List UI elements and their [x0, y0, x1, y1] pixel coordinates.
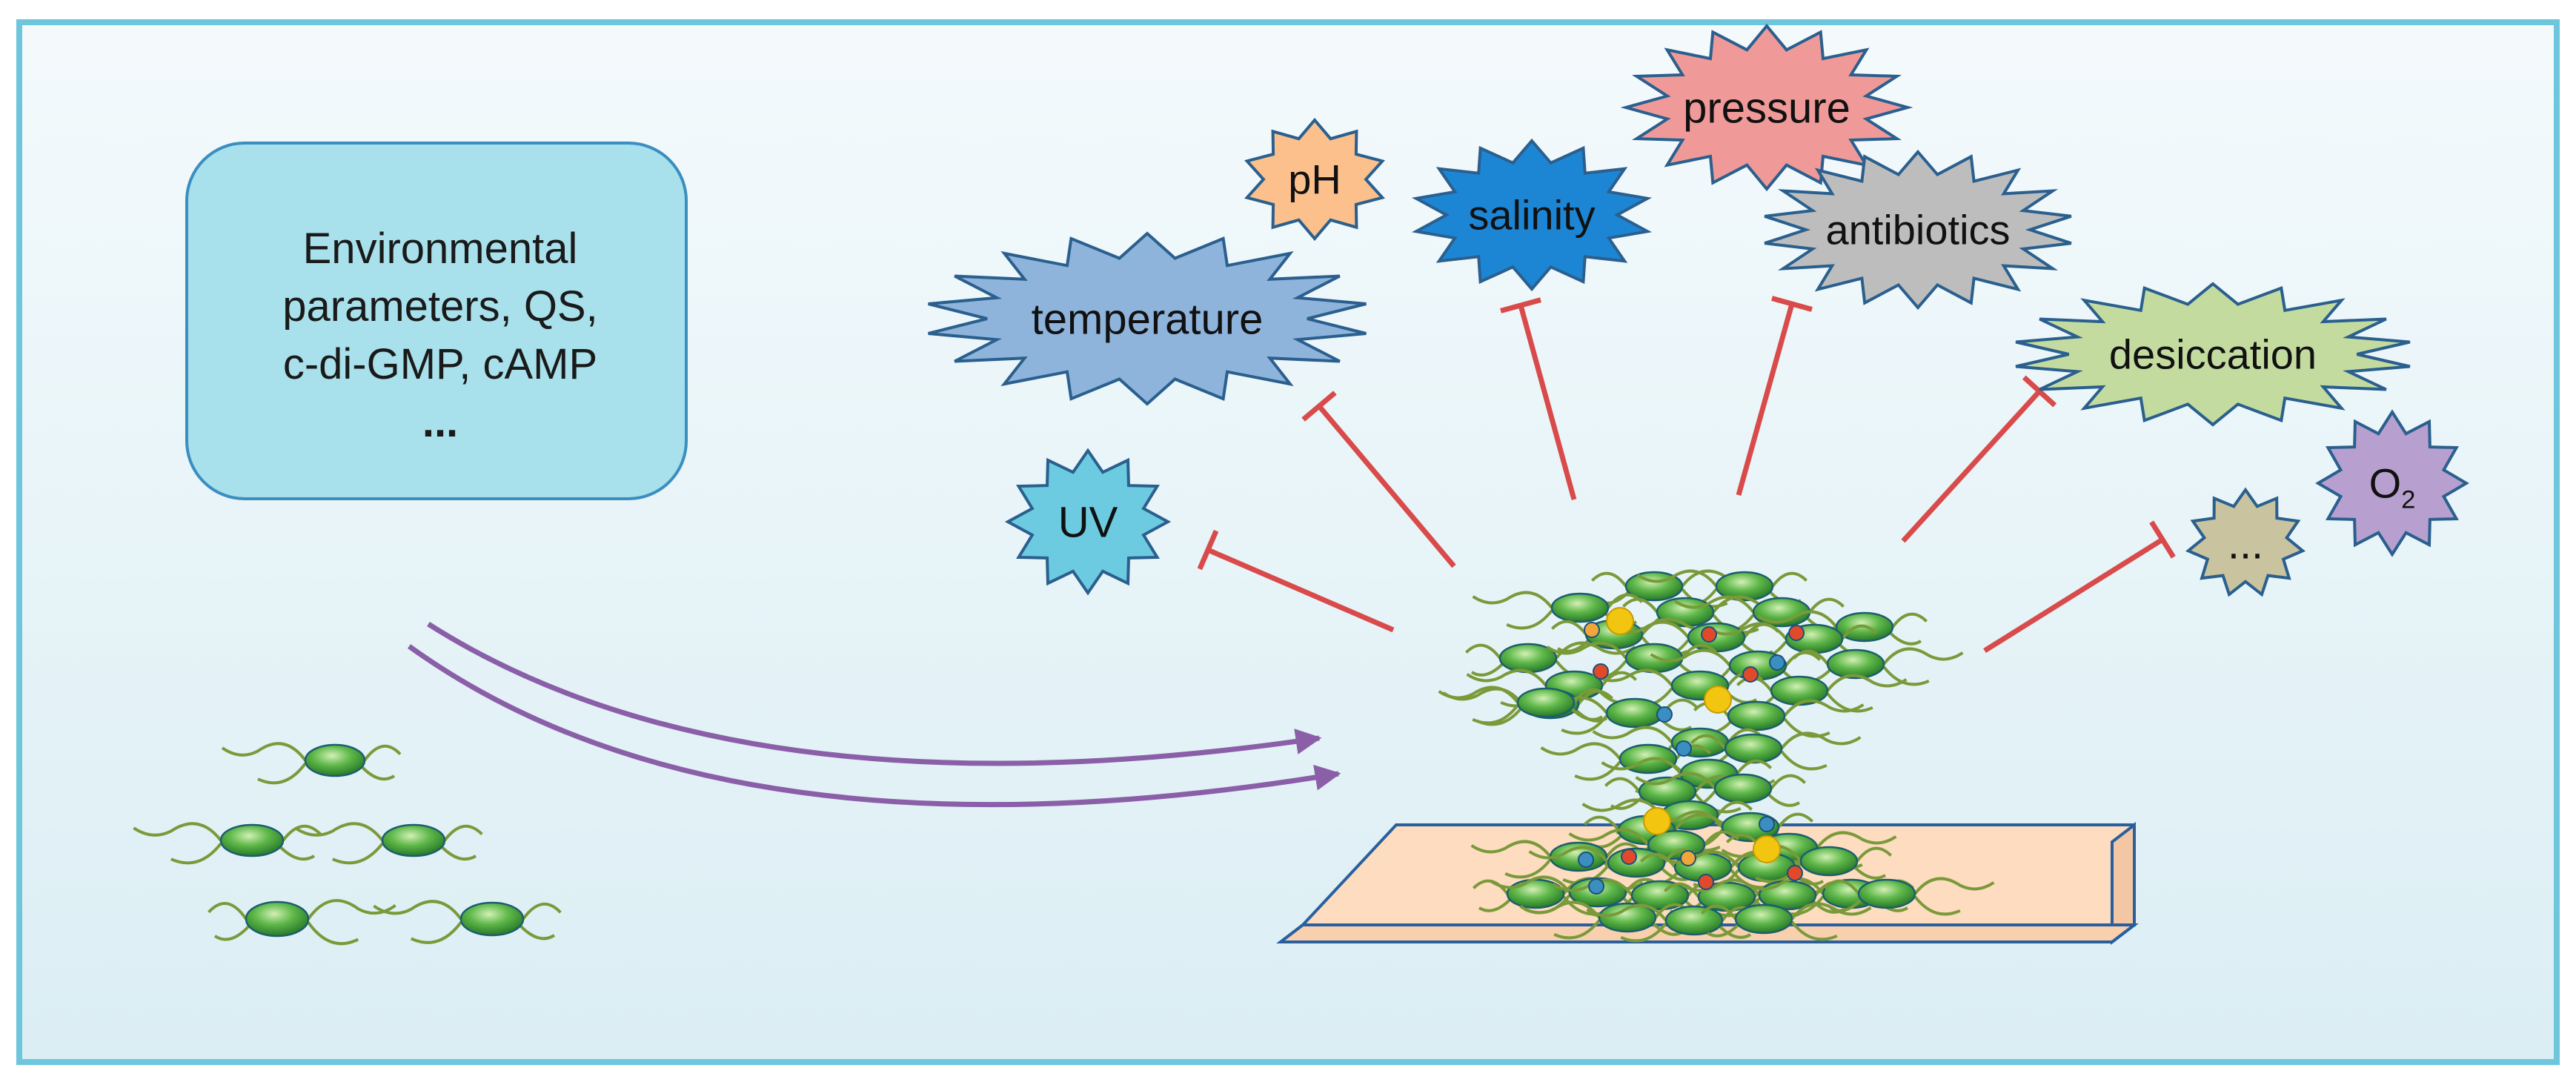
stressor-label-pressure: pressure — [1683, 84, 1850, 132]
arrow-lower — [407, 644, 1341, 808]
stressor-label-antibiotics: antibiotics — [1825, 207, 2010, 253]
stressor-label-desiccation: desiccation — [2109, 331, 2317, 378]
info-box: Environmental parameters, QS, c-di-GMP, … — [185, 142, 688, 500]
inhibition-line — [1518, 305, 1577, 500]
stressor-pressure: pressure — [1620, 23, 1913, 192]
stressor-label-more: ... — [2228, 520, 2263, 568]
inhibition-line — [1983, 537, 2164, 653]
burst-shape-uv — [1004, 448, 1172, 596]
stressor-desiccation: desiccation — [2015, 282, 2411, 427]
stressor-label-ph: pH — [1288, 156, 1341, 203]
inhibition-bar — [2149, 520, 2176, 559]
burst-shape-pressure — [1620, 23, 1913, 192]
stressor-label-uv: UV — [1058, 498, 1118, 546]
inhibition-bar — [1301, 391, 1337, 422]
matrix-particle — [1584, 622, 1600, 638]
burst-shape-o2 — [2315, 409, 2469, 557]
stressor-label-o2: O2 — [2369, 460, 2416, 514]
bacterium — [208, 899, 396, 946]
bacterium — [1700, 902, 1872, 941]
arrow-upper — [427, 622, 1322, 766]
info-line-1: Environmental — [303, 225, 578, 273]
matrix-particle — [1701, 626, 1717, 643]
matrix-particle — [1593, 663, 1609, 680]
bacterium — [1792, 647, 1964, 686]
bacterium — [133, 822, 322, 865]
matrix-particle — [1787, 865, 1803, 881]
inhibition-line — [1901, 389, 2042, 543]
stressor-bursts: pH salinity pressure antibiotics temperature… — [928, 23, 2469, 597]
burst-shape-more — [2185, 487, 2306, 597]
bacterium — [1823, 877, 1995, 916]
info-line-3: c-di-GMP, cAMP — [283, 340, 597, 388]
stressor-temperature: temperature — [928, 231, 1367, 406]
matrix-particle — [1676, 740, 1692, 757]
bacterium — [1438, 686, 1610, 725]
info-line-4: ... — [422, 398, 458, 446]
burst-shape-salinity — [1411, 138, 1653, 292]
inhibition-bar — [1771, 296, 1813, 312]
bacterium — [1586, 903, 1758, 943]
matrix-particle — [1588, 878, 1604, 895]
matrix-particle — [1788, 625, 1805, 641]
matrix-particle — [1621, 849, 1637, 865]
bacterium — [294, 822, 483, 865]
matrix-particle — [1680, 850, 1696, 866]
attachment-arrows — [407, 622, 1341, 808]
inhibition-bar — [1500, 297, 1541, 313]
inhibition-line — [1206, 547, 1395, 633]
inhibition-bar — [1197, 529, 1219, 571]
matrix-particle — [1753, 835, 1781, 863]
matrix-particle — [1742, 666, 1759, 683]
bacterium — [1472, 591, 1644, 630]
stressor-label-temperature: temperature — [1032, 295, 1264, 343]
matrix-particle — [1606, 607, 1634, 635]
burst-shape-desiccation — [2015, 282, 2411, 427]
burst-shape-ph — [1244, 117, 1385, 242]
biofilm-mushroom — [1438, 569, 1995, 943]
matrix-particle — [1759, 816, 1775, 832]
stressor-o2: O2 — [2315, 409, 2469, 557]
stressor-ph: pH — [1244, 117, 1385, 242]
matrix-particle — [1769, 654, 1785, 671]
inhibition-line — [1317, 404, 1456, 568]
burst-shape-antibiotics — [1764, 149, 2072, 311]
stressor-salinity: salinity — [1411, 138, 1653, 292]
stressor-subscript-o2: 2 — [2401, 486, 2415, 514]
stressor-uv: UV — [1004, 448, 1172, 596]
bacterium — [373, 900, 562, 944]
inhibition-lines — [1197, 296, 2176, 653]
inhibition-line — [1736, 303, 1795, 496]
stressor-more: ... — [2185, 487, 2306, 597]
info-line-2: parameters, QS, — [282, 282, 597, 331]
matrix-particle — [1698, 874, 1714, 890]
burst-shape-temperature — [928, 231, 1367, 406]
bacterium — [1519, 900, 1691, 940]
inhibition-bar — [2022, 375, 2057, 408]
matrix-particle — [1578, 852, 1594, 868]
stressor-antibiotics: antibiotics — [1764, 149, 2072, 311]
matrix-particle — [1643, 807, 1671, 835]
planktonic-bacteria — [133, 742, 562, 946]
matrix-particle — [1656, 706, 1673, 723]
bacterium — [221, 742, 402, 785]
matrix-particle — [1704, 686, 1732, 714]
stressor-label-salinity: salinity — [1468, 192, 1595, 239]
